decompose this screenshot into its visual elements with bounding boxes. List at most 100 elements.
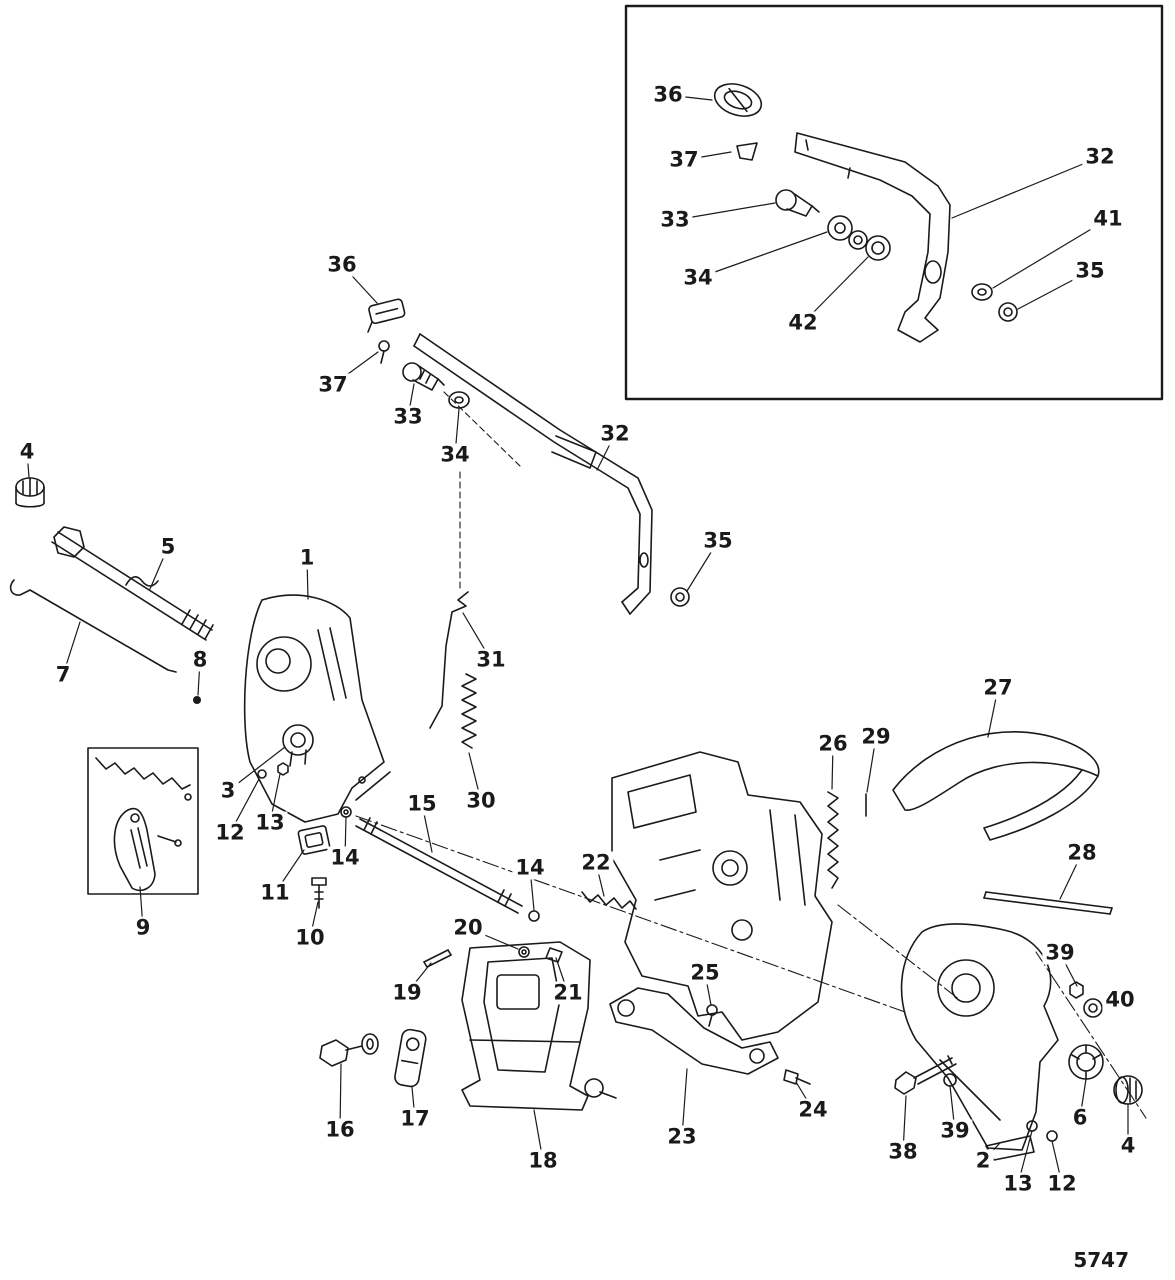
- part-28-drawing: [983, 891, 1113, 915]
- leader-line-5: [149, 546, 169, 590]
- leader-line-10: [309, 901, 319, 939]
- leader-line-23: [681, 1068, 688, 1138]
- part-31-drawing: [429, 591, 469, 729]
- part-11-drawing: [297, 825, 331, 855]
- drawing-number: 5747: [1073, 1248, 1129, 1272]
- part-9-drawing: [87, 747, 199, 895]
- part-33-drawing: [402, 362, 445, 391]
- leader-line-37: [683, 151, 732, 161]
- part-33-inset-drawing: [775, 189, 820, 217]
- leader-line-24: [795, 1081, 814, 1111]
- part-37-inset-drawing: [736, 142, 758, 161]
- leader-line-35: [1017, 270, 1091, 310]
- part-21-drawing: [545, 947, 563, 963]
- part-30-drawing: [461, 673, 477, 749]
- part-14-drawing: [340, 806, 352, 818]
- part-4-drawing: [15, 477, 45, 508]
- part-17-drawing: [394, 1028, 427, 1088]
- leader-lines: [26, 94, 1129, 1185]
- leader-line-32: [951, 156, 1101, 219]
- swivel-housing-drawing: [611, 751, 833, 1041]
- part-32-drawing: [413, 333, 653, 615]
- leader-line-36: [667, 94, 713, 101]
- leader-line-9: [139, 886, 144, 929]
- part-37-drawing: [378, 340, 390, 364]
- part-35-drawing: [670, 587, 690, 607]
- leader-line-27: [987, 687, 999, 738]
- part-8-drawing: [193, 696, 201, 704]
- part-6-drawing: [1068, 1044, 1104, 1080]
- centerline: [355, 815, 906, 1013]
- part-41-inset-drawing: [971, 283, 993, 301]
- leader-line-13: [269, 773, 281, 824]
- construction-line: [443, 391, 521, 467]
- part-40-drawing: [1083, 998, 1103, 1018]
- leader-line-32: [596, 433, 616, 471]
- leader-line-14: [529, 867, 535, 911]
- leader-line-41: [992, 218, 1109, 289]
- part-12-drawing: [257, 769, 267, 779]
- leader-line-38: [902, 1095, 907, 1153]
- part-13-drawing: [277, 762, 289, 776]
- leader-line-36: [341, 264, 378, 304]
- leader-line-33: [674, 202, 776, 221]
- leader-line-39: [1059, 952, 1078, 987]
- leader-line-40: [1101, 999, 1121, 1008]
- part-20-drawing: [518, 946, 530, 958]
- part-18-drawing: [461, 941, 617, 1111]
- part-22-drawing: [581, 891, 637, 910]
- part-16-drawing: [319, 1033, 379, 1067]
- leader-line-29: [866, 736, 877, 793]
- part-25-drawing: [706, 1004, 718, 1027]
- leader-line-15: [421, 803, 433, 853]
- part-36-inset-drawing: [713, 83, 763, 117]
- leader-line-26: [831, 743, 834, 790]
- leader-line-8: [197, 659, 201, 696]
- leader-line-19: [406, 962, 432, 994]
- centerline: [837, 904, 961, 1001]
- leader-line-14: [344, 816, 347, 859]
- part-2-drawing: [900, 923, 1059, 1161]
- part-19-drawing: [423, 949, 452, 968]
- leader-line-1: [306, 557, 309, 600]
- part-23-drawing: [609, 987, 779, 1075]
- leader-line-22: [595, 862, 605, 897]
- part-42-inset-drawing: [865, 235, 891, 261]
- leader-line-12: [1051, 1140, 1063, 1185]
- leader-line-39: [949, 1085, 956, 1132]
- part-10-drawing: [311, 877, 327, 909]
- inset-frame: [624, 4, 1164, 401]
- part-12b-drawing: [1046, 1130, 1058, 1142]
- part-14b-drawing: [528, 910, 540, 922]
- leader-line-31: [462, 612, 492, 661]
- leader-line-30: [468, 752, 482, 802]
- leader-line-34: [697, 231, 828, 279]
- part-38-drawing: [894, 1055, 957, 1095]
- leader-line-16: [339, 1063, 342, 1131]
- leader-line-18: [533, 1109, 544, 1162]
- part-3-drawing: [282, 724, 314, 767]
- part-27-drawing: [892, 730, 1100, 841]
- leader-line-37: [332, 351, 379, 386]
- leader-line-42: [802, 256, 869, 324]
- part-36-drawing: [367, 298, 406, 333]
- part-34-inset-drawing: [827, 215, 868, 250]
- leader-line-34: [454, 408, 460, 456]
- leader-line-35: [686, 540, 719, 592]
- part-15-drawing: [355, 817, 523, 914]
- leader-line-12: [229, 778, 260, 834]
- leader-line-6: [1079, 1078, 1087, 1119]
- part-35-inset-drawing: [998, 302, 1018, 322]
- part-26-drawing: [827, 791, 839, 889]
- part-34-drawing: [448, 391, 470, 409]
- leader-line-33: [407, 383, 415, 418]
- leader-line-7: [62, 621, 81, 676]
- part-4b-drawing: [1113, 1075, 1143, 1105]
- part-32-inset-drawing: [794, 132, 951, 343]
- part-7-drawing: [9, 579, 177, 673]
- part-24-drawing: [783, 1069, 811, 1085]
- part-39-drawing: [1069, 981, 1084, 999]
- part-1-drawing: [243, 594, 391, 823]
